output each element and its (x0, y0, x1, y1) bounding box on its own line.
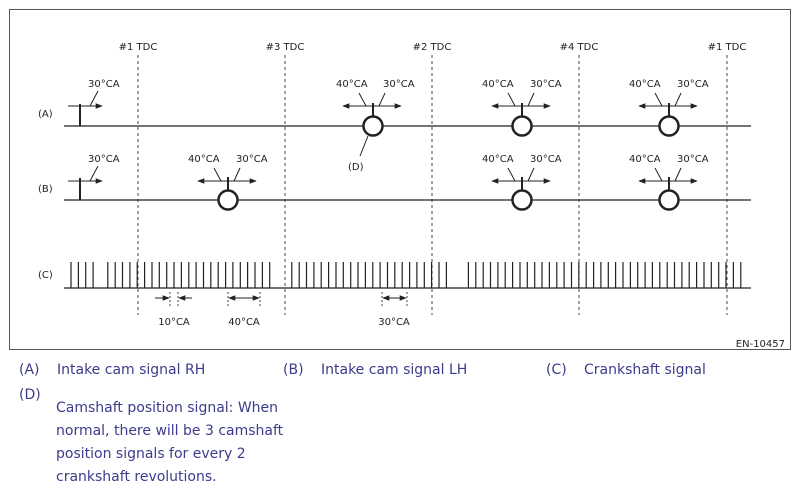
row-b-cam-pulse-3: 40°CA 30°CA (629, 154, 709, 211)
row-b-signal: 30°CA 40°CA 30°CA 40°CA 30°CA (64, 154, 751, 211)
pulse-angle-30: 30°CA (383, 79, 415, 90)
crank-teeth (70, 262, 742, 288)
row-a-signal: 30°CA 40°CA 30°CA (D) 40°CA (64, 79, 751, 173)
pulse-leader-left (654, 167, 663, 182)
legend-text-c: Crankshaft signal (584, 362, 706, 378)
pulse-leader-right (233, 167, 241, 182)
row-b-cam-pulse-1: 40°CA 30°CA (188, 154, 268, 211)
row-c-signal: 10°CA 40°CA 30°CA (64, 262, 751, 328)
legend-text-a: Intake cam signal RH (57, 362, 206, 378)
timing-diagram-frame: #1 TDC #3 TDC #2 TDC #4 TDC #1 TDC (A) (… (9, 9, 791, 350)
pulse-circle (658, 189, 680, 211)
pulse-leader-left (358, 92, 367, 107)
pulse-leader-left (507, 92, 516, 107)
pulse-angle-30: 30°CA (236, 154, 268, 165)
legend-item-c: (C) Crankshaft signal (546, 359, 706, 382)
crank-gap-40: 40°CA (227, 292, 261, 328)
legend-text-b: Intake cam signal LH (321, 362, 468, 378)
row-a-cam-pulse-2: 40°CA 30°CA (482, 79, 562, 137)
row-a-start-leader (89, 90, 99, 107)
pulse-angle-40: 40°CA (629, 154, 661, 165)
legend-key-a: (A) (19, 362, 40, 378)
pulse-leader-left (213, 167, 222, 182)
crank-gap-10: 10°CA (155, 292, 192, 328)
timing-diagram: #1 TDC #3 TDC #2 TDC #4 TDC #1 TDC (A) (… (38, 42, 785, 350)
legend-item-a: (A) Intake cam signal RH (19, 359, 205, 382)
pulse-leader-right (527, 167, 535, 182)
tdc-label-3: #2 TDC (413, 42, 452, 53)
row-a-cam-pulse-1: 40°CA 30°CA (336, 79, 415, 137)
row-label-b: (B) (38, 184, 53, 195)
pulse-angle-30: 30°CA (677, 154, 709, 165)
tdc-label-2: #3 TDC (266, 42, 305, 53)
row-a-start-angle: 30°CA (88, 79, 120, 90)
pulse-angle-30: 30°CA (530, 154, 562, 165)
pulse-angle-40: 40°CA (482, 79, 514, 90)
pulse-circle (511, 189, 533, 211)
crank-gap-30: 30°CA (378, 292, 410, 328)
pulse-angle-40: 40°CA (336, 79, 368, 90)
pulse-angle-30: 30°CA (677, 79, 709, 90)
tdc-label-4: #4 TDC (560, 42, 599, 53)
crank-gap-label-10: 10°CA (158, 317, 190, 328)
row-label-c: (C) (38, 270, 53, 281)
pulse-leader-right (378, 92, 386, 107)
pulse-circle (362, 115, 384, 137)
pulse-leader-right (674, 92, 682, 107)
pulse-leader-left (507, 167, 516, 182)
crank-gap-label-30: 30°CA (378, 317, 410, 328)
pulse-circle (217, 189, 239, 211)
row-b-start-leader (89, 165, 99, 182)
pulse-angle-30: 30°CA (530, 79, 562, 90)
callout-d-leader (359, 135, 369, 157)
tdc-label-1: #1 TDC (119, 42, 158, 53)
legend-key-d: (D) (19, 387, 41, 403)
pulse-circle (511, 115, 533, 137)
pulse-leader-left (654, 92, 663, 107)
pulse-circle (658, 115, 680, 137)
legend-key-c: (C) (546, 362, 567, 378)
row-a-cam-pulse-3: 40°CA 30°CA (629, 79, 709, 137)
diagram-code: EN-10457 (736, 339, 785, 350)
legend-item-b: (B) Intake cam signal LH (283, 359, 467, 382)
pulse-angle-40: 40°CA (629, 79, 661, 90)
legend-text-d: Camshaft position signal: When normal, t… (56, 400, 284, 485)
row-b-start-angle: 30°CA (88, 154, 120, 165)
pulse-leader-right (527, 92, 535, 107)
tdc-label-5: #1 TDC (708, 42, 747, 53)
pulse-angle-40: 40°CA (482, 154, 514, 165)
pulse-leader-right (674, 167, 682, 182)
legend-item-d: (D) (19, 384, 57, 407)
row-b-cam-pulse-2: 40°CA 30°CA (482, 154, 562, 211)
legend-key-b: (B) (283, 362, 304, 378)
pulse-angle-40: 40°CA (188, 154, 220, 165)
row-label-a: (A) (38, 109, 53, 120)
crank-gap-label-40: 40°CA (228, 317, 260, 328)
callout-d-label: (D) (348, 162, 364, 173)
